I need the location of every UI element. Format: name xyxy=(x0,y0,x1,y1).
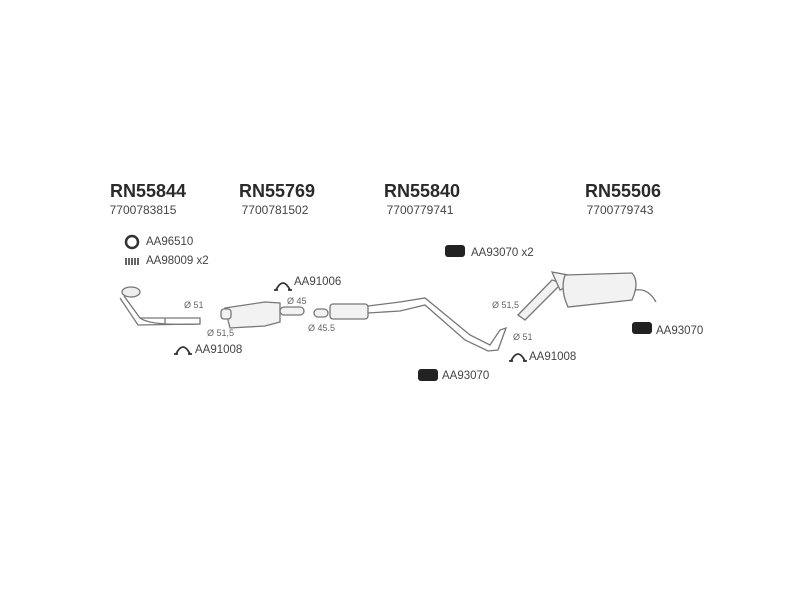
front-pipe-part xyxy=(119,286,201,326)
part-code: RN55769 xyxy=(238,181,316,201)
mid-muffler-part xyxy=(220,301,305,329)
rear-muffler-part xyxy=(517,271,657,321)
clamp-label: AA91006 xyxy=(294,276,342,288)
middle-pipe-part xyxy=(313,297,508,352)
spring-icon xyxy=(125,258,139,265)
oem-number: 7700783815 xyxy=(109,203,177,217)
part-code: RN55844 xyxy=(109,181,187,201)
oem-number: 7700779743 xyxy=(586,203,654,217)
diameter-label: Ø 45 xyxy=(287,296,307,306)
spring-label: AA98009 x2 xyxy=(146,255,209,267)
mount-label: AA93070 x2 xyxy=(471,247,534,259)
mount-label: AA93070 xyxy=(656,325,704,337)
diameter-label: Ø 45.5 xyxy=(308,323,336,333)
clamp-icon xyxy=(174,282,527,362)
mount-label: AA93070 xyxy=(442,370,490,382)
clamp-label: AA91008 xyxy=(195,344,243,356)
clamp-label: AA91008 xyxy=(529,351,577,363)
diameter-label: Ø 51,5 xyxy=(492,300,520,310)
oem-number: 7700779741 xyxy=(386,203,454,217)
ring-icon xyxy=(124,234,140,250)
diameter-label: Ø 51 xyxy=(513,332,533,342)
diameter-label: Ø 51 xyxy=(184,300,204,310)
part-code: RN55506 xyxy=(584,181,662,201)
rubber-mount-icon xyxy=(418,245,652,381)
oem-number: 7700781502 xyxy=(241,203,309,217)
ring-label: AA96510 xyxy=(146,236,194,248)
diameter-label: Ø 51,5 xyxy=(207,328,235,338)
part-code: RN55840 xyxy=(383,181,461,201)
